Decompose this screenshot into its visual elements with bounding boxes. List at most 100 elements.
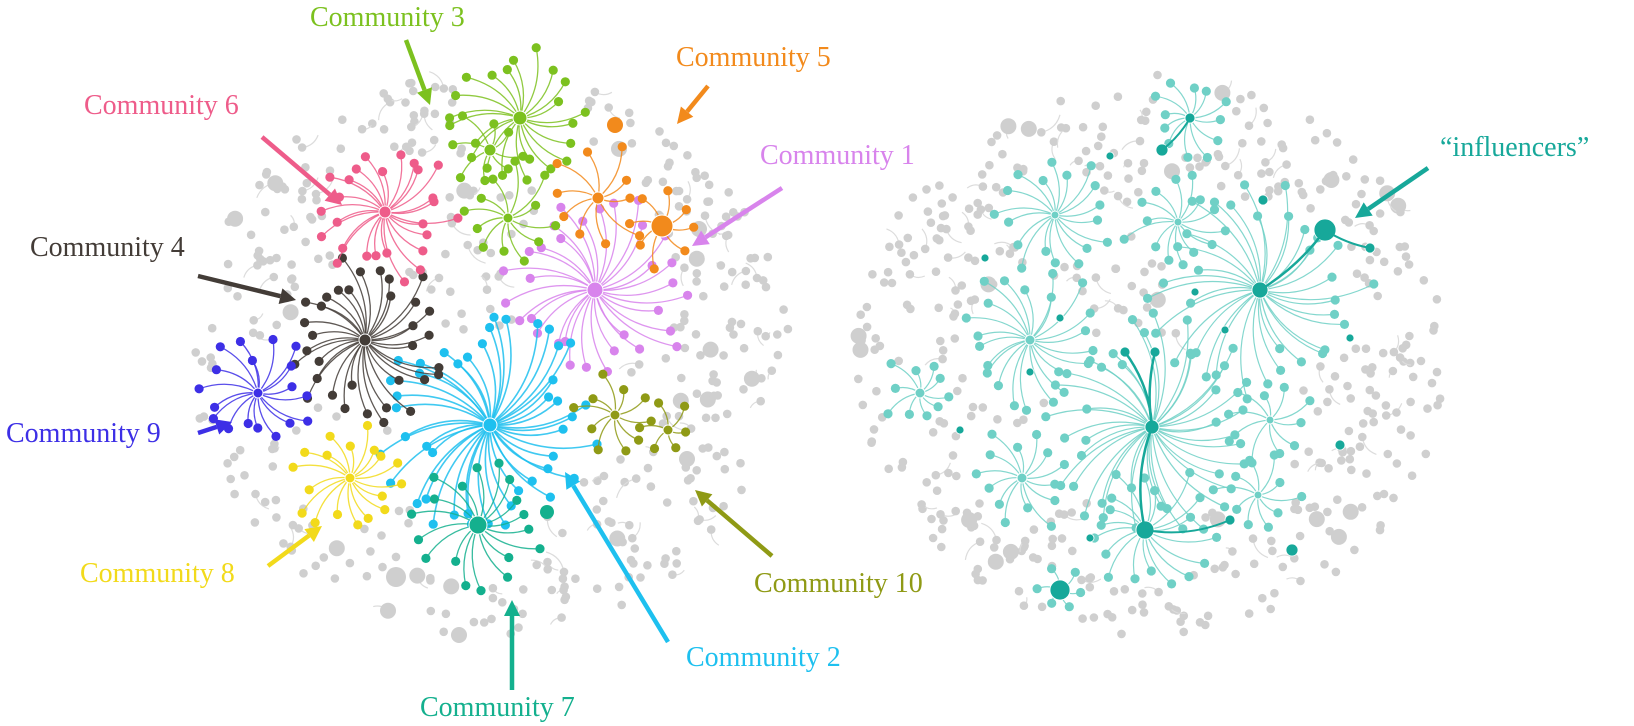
right-network-influencers [850,70,1445,639]
gray-node [487,614,496,624]
node [961,313,971,323]
node [1046,292,1056,302]
gray-node [1406,431,1415,440]
arrow-community-9 [197,419,232,436]
node [461,581,471,591]
gray-node [505,191,514,200]
edge [379,422,491,455]
gray-node [909,250,919,260]
gray-node [223,259,233,269]
edge [489,319,512,426]
edge [1021,214,1056,269]
edge [1155,289,1261,334]
node [1130,574,1140,584]
edge [1151,426,1245,465]
node [344,175,354,185]
node [593,445,603,455]
node [362,251,372,261]
node [210,402,220,412]
node [1096,362,1107,372]
gray-node [662,498,672,507]
gray-node [1351,199,1361,209]
edge [586,151,600,199]
edge [1269,387,1285,421]
gray-node [978,182,988,191]
node [1253,211,1263,221]
edge [1151,426,1204,530]
node [1167,579,1177,589]
gray-node [1179,627,1188,637]
node [566,138,576,148]
node [1017,263,1027,273]
gray-node [272,320,282,330]
gray-node [658,177,668,187]
gray-node [920,244,930,254]
gray-node [265,255,275,265]
node [1126,483,1137,493]
gray-node [1365,385,1375,395]
edge [1029,339,1089,365]
node [1182,315,1192,325]
node [338,243,348,253]
node [1219,361,1230,371]
gray-node [1295,531,1305,541]
edge [364,278,390,341]
node [1329,309,1340,319]
hub-node [586,281,604,299]
node [325,172,335,182]
influencer-node [1190,287,1200,297]
gray-node [936,510,945,519]
node [552,188,562,198]
gray-node [230,489,239,499]
gray-node [691,330,701,339]
gray-node [857,336,866,345]
node [671,443,681,453]
arrow-shaft [197,273,282,299]
gray-node [1103,171,1113,180]
gray-node [486,248,496,258]
edge [1151,319,1189,428]
gray-node [1113,191,1123,201]
gray-node [1348,155,1358,164]
edge [489,342,572,426]
edge [1101,366,1153,428]
node [316,206,326,216]
edge [1257,289,1282,371]
gray-node [199,412,209,421]
gray-node [871,334,880,343]
node [429,494,439,504]
label-community-1: Community 1 [760,140,915,171]
arrow-head [677,106,694,124]
gray-node [951,506,960,516]
node [621,446,631,456]
node [1032,584,1042,594]
node [1151,186,1161,196]
node [381,403,392,413]
gray-node [1137,166,1147,176]
influencer-edge [1139,426,1154,531]
edge [1029,339,1094,354]
annotation-arrows [197,39,1430,690]
gray-node [935,181,944,190]
node [987,429,997,439]
gray-node [1085,574,1094,583]
gray-node [686,474,695,483]
node [1151,328,1161,338]
hub-node [378,205,392,219]
node [399,277,410,287]
node [501,314,511,324]
gray-node [699,291,708,301]
gray-node [680,343,690,353]
node [680,401,690,411]
node [194,384,204,394]
node [668,278,678,288]
gray-node [875,341,885,351]
node [457,111,468,121]
gray-node [968,402,978,412]
gray-node [862,322,872,332]
gray-node [1210,564,1219,574]
node [439,348,449,358]
gray-node [251,489,260,499]
gray-node [1135,136,1145,146]
node [601,239,611,249]
